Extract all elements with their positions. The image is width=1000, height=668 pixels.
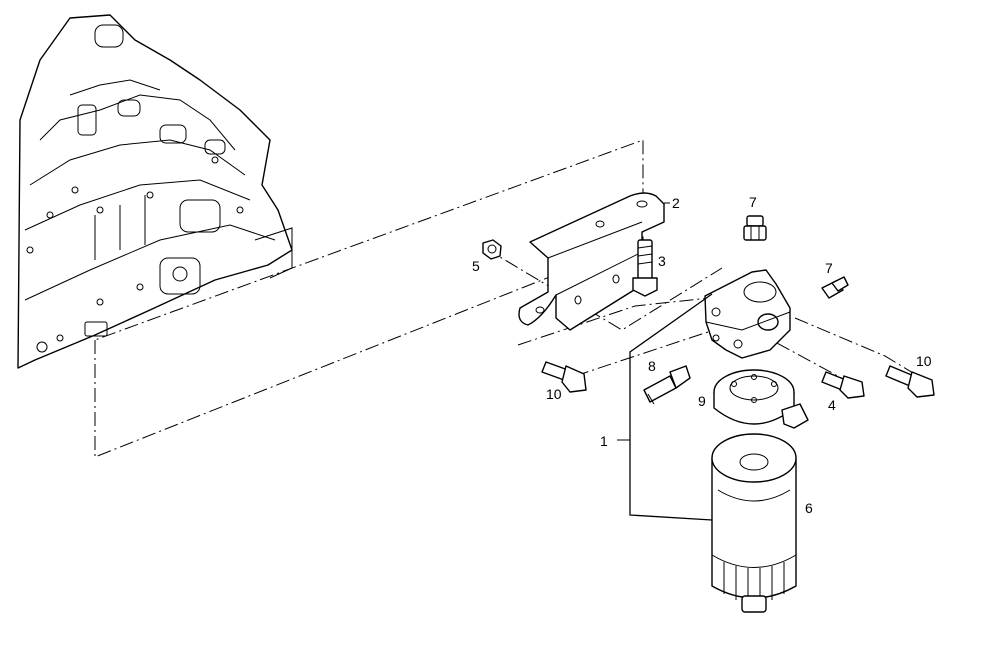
filter-head <box>704 269 791 359</box>
bolt-10-right <box>885 365 935 398</box>
callout-7-upper: 7 <box>749 194 757 210</box>
nut-5 <box>482 239 502 260</box>
callout-4: 4 <box>828 397 836 413</box>
callout-10-right: 10 <box>916 353 932 369</box>
leader-lines <box>617 202 670 441</box>
callout-8: 8 <box>648 358 656 374</box>
filter-cap-9 <box>713 369 809 429</box>
callout-2: 2 <box>672 195 680 211</box>
mounting-bracket <box>518 192 665 331</box>
bolt-10-left <box>541 361 587 393</box>
callout-5: 5 <box>472 258 480 274</box>
callout-7-right: 7 <box>825 260 833 276</box>
callout-9: 9 <box>698 393 706 409</box>
bolt-4 <box>821 371 865 399</box>
callout-3: 3 <box>658 253 666 269</box>
group-bracket-1 <box>629 293 713 521</box>
bolt-3 <box>632 239 658 297</box>
engine-block <box>17 14 293 369</box>
callout-6: 6 <box>805 500 813 516</box>
sensor-8 <box>643 365 691 405</box>
fitting-7-upper <box>743 215 767 241</box>
fitting-7-right <box>821 276 849 299</box>
filter-cartridge-6 <box>711 433 797 613</box>
callout-1: 1 <box>600 433 608 449</box>
callout-10-left: 10 <box>546 386 562 402</box>
